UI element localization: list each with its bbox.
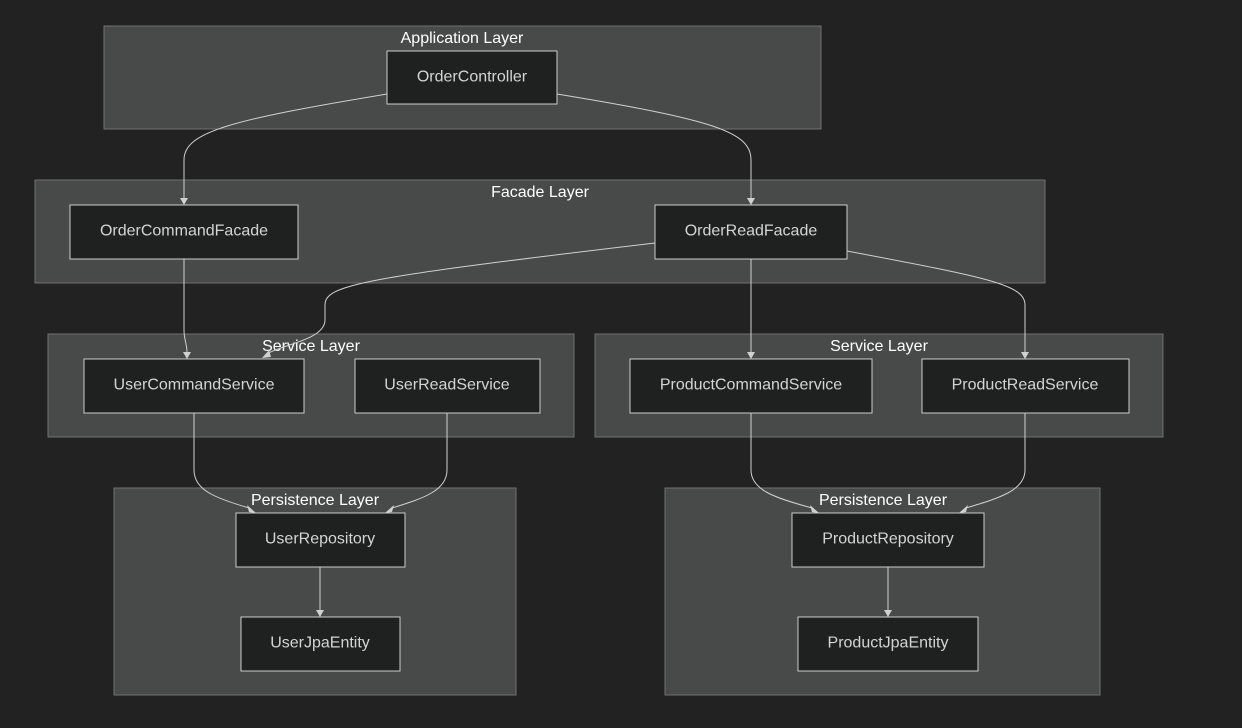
arrowhead-product-repository-a [810, 505, 819, 513]
edge-controller-to-read-facade [556, 93, 752, 198]
node-user-jpa-entity[interactable]: UserJpaEntity [240, 616, 401, 672]
user-command-service-label: UserCommandService [114, 377, 275, 394]
arrowhead-user-repository-b [385, 505, 394, 513]
edge-product-read-service-to-product-repository [965, 413, 1026, 509]
edge-controller-to-command-facade [183, 93, 388, 198]
user-read-service-box [354, 358, 541, 414]
order-read-facade-box [654, 204, 848, 260]
edge-user-read-service-to-user-repository [391, 413, 448, 509]
edge-read-facade-to-product-read-service [846, 250, 1026, 352]
edge-read-facade-to-user-command-service [266, 242, 656, 355]
node-user-command-service[interactable]: UserCommandService [83, 358, 305, 414]
user-jpa-entity-box [240, 616, 401, 672]
application-layer-title: Application Layer [401, 30, 524, 47]
node-user-read-service[interactable]: UserReadService [354, 358, 541, 414]
arrowhead-product-jpa-entity [884, 610, 892, 617]
arrowhead-product-read-service [1021, 352, 1029, 359]
arrowhead-user-jpa-entity [316, 610, 324, 617]
product-service-layer-title: Service Layer [830, 338, 928, 355]
product-repository-box [791, 512, 985, 568]
product-jpa-entity-label: ProductJpaEntity [828, 635, 949, 652]
edge-product-command-service-to-product-repository [750, 413, 813, 509]
arrowhead-user-command-service-a [183, 352, 191, 359]
edges [180, 93, 1029, 617]
node-order-read-facade[interactable]: OrderReadFacade [654, 204, 848, 260]
node-user-repository[interactable]: UserRepository [235, 512, 406, 568]
arrowhead-command-facade [180, 198, 188, 205]
node-product-read-service[interactable]: ProductReadService [921, 358, 1130, 414]
order-command-facade-box [69, 204, 299, 260]
user-jpa-entity-label: UserJpaEntity [270, 635, 370, 652]
facade-layer-title: Facade Layer [491, 184, 590, 201]
order-command-facade-label: OrderCommandFacade [100, 223, 268, 240]
user-read-service-label: UserReadService [384, 377, 509, 394]
edge-command-facade-to-user-command-service [183, 259, 188, 353]
arrowhead-user-command-service-b [262, 350, 271, 358]
user-command-service-box [83, 358, 305, 414]
arrowhead-read-facade [747, 198, 755, 205]
node-product-jpa-entity[interactable]: ProductJpaEntity [797, 616, 979, 672]
node-product-repository[interactable]: ProductRepository [791, 512, 985, 568]
user-service-layer-title: Service Layer [262, 338, 360, 355]
arrowhead-user-repository-a [247, 505, 256, 513]
node-order-command-facade[interactable]: OrderCommandFacade [69, 204, 299, 260]
product-command-service-label: ProductCommandService [660, 377, 842, 394]
user-persistence-layer-title: Persistence Layer [251, 492, 380, 509]
product-repository-label: ProductRepository [822, 531, 954, 548]
user-repository-box [235, 512, 406, 568]
edge-user-command-service-to-user-repository [193, 413, 250, 509]
product-read-service-label: ProductReadService [952, 377, 1099, 394]
order-controller-label: OrderController [417, 69, 528, 86]
order-read-facade-label: OrderReadFacade [685, 223, 818, 240]
product-command-service-box [629, 358, 873, 414]
node-order-controller[interactable]: OrderController [386, 50, 558, 105]
product-persistence-layer-title: Persistence Layer [819, 492, 948, 509]
user-repository-label: UserRepository [265, 531, 375, 548]
node-product-command-service[interactable]: ProductCommandService [629, 358, 873, 414]
arrowhead-product-repository-b [959, 505, 968, 513]
arrowhead-product-command-service [747, 352, 755, 359]
order-controller-box [386, 50, 558, 105]
product-read-service-box [921, 358, 1130, 414]
product-jpa-entity-box [797, 616, 979, 672]
application-layer: Application Layer [103, 25, 822, 130]
